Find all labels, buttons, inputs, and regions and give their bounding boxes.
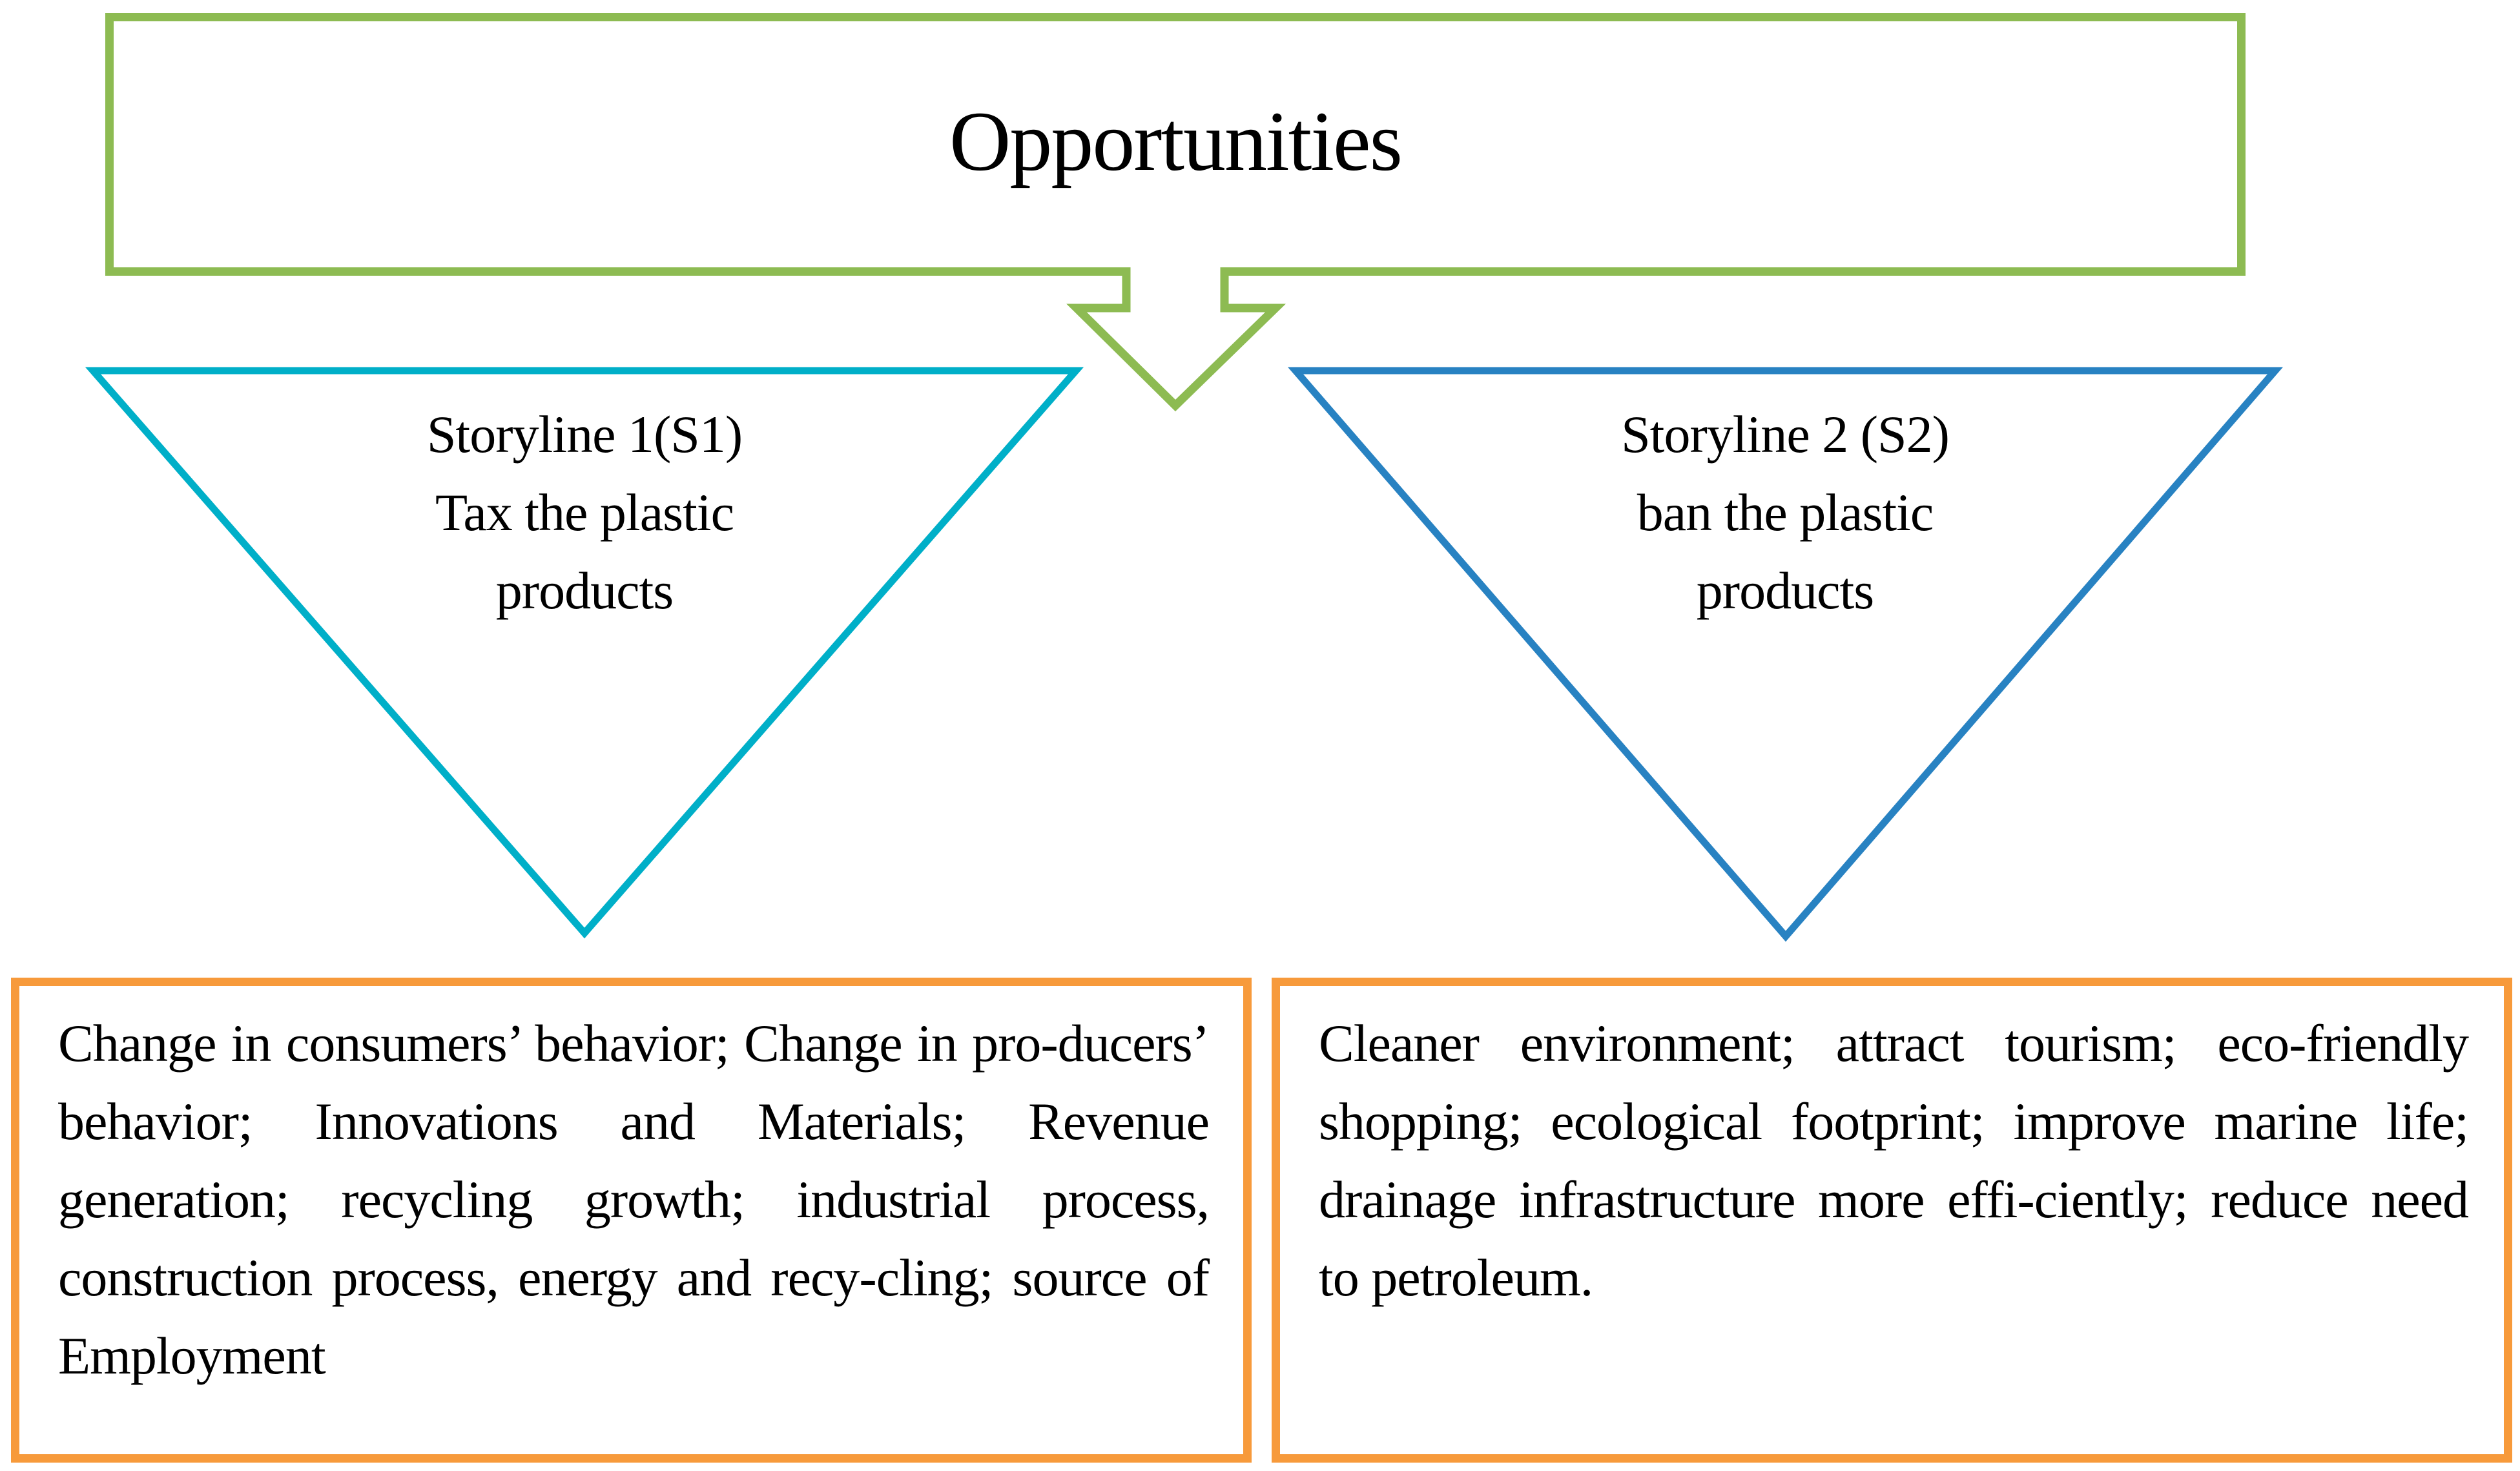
storyline1-label: Storyline 1(S1) Tax the plastic products — [339, 395, 830, 630]
storyline2-line3: products — [1696, 561, 1874, 620]
storyline1-heading: Storyline 1(S1) — [426, 405, 743, 464]
storyline1-outcomes-box — [11, 978, 1252, 1463]
opportunities-box: Opportunities — [105, 13, 2246, 276]
storyline1-line2: Tax the plastic — [435, 483, 734, 542]
storyline1-triangle — [85, 367, 1084, 939]
storyline2-outcomes-box — [1272, 978, 2512, 1463]
storyline1-line3: products — [495, 561, 674, 620]
storyline2-heading: Storyline 2 (S2) — [1621, 405, 1950, 464]
title: Opportunities — [949, 93, 1403, 189]
storyline2-triangle — [1287, 367, 2284, 942]
storyline1-outcomes-text: Change in consumers’ behavior; Change in… — [58, 1014, 1210, 1385]
storyline2-line2: ban the plastic — [1637, 483, 1934, 542]
storyline2-label: Storyline 2 (S2) ban the plastic product… — [1540, 395, 2030, 630]
opportunities-callout-shape — [105, 13, 2246, 412]
storyline2-outcomes-text: Cleaner environment; attract tourism; ec… — [1319, 1014, 2469, 1307]
